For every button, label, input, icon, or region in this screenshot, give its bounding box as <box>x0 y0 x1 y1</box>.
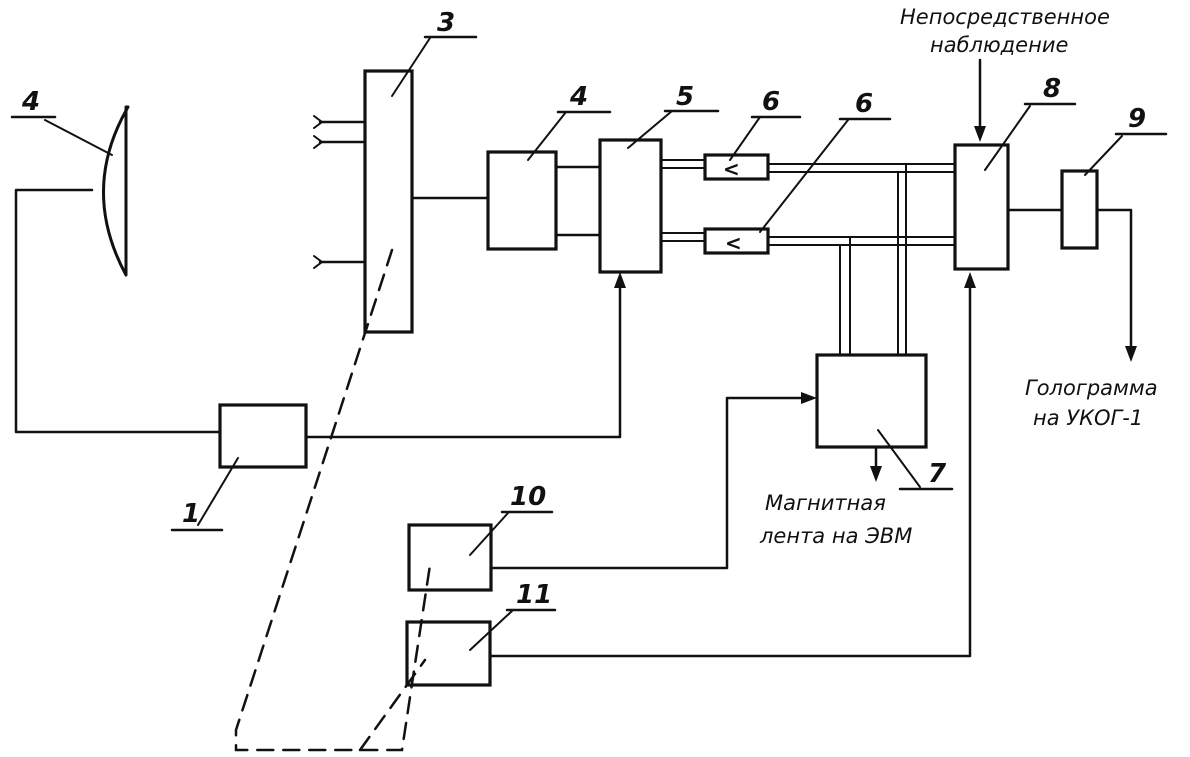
block-11 <box>405 620 492 687</box>
caption-direct-observation-1: Непосредственное <box>900 5 1110 29</box>
block-8-label: 8 <box>1043 74 1061 104</box>
antenna-reflector <box>102 105 130 277</box>
block-4-leader-line <box>527 111 567 161</box>
antenna-leader-line <box>44 119 113 156</box>
block-6-bottom <box>703 227 770 255</box>
block-5-leader-line <box>627 110 673 149</box>
caption-tape-2: лента на ЭВМ <box>759 524 912 548</box>
block-4 <box>486 150 558 251</box>
block-9-leader-line <box>1084 135 1123 176</box>
arrow-into-block-5 <box>614 272 626 288</box>
block-10-leader-line <box>469 512 509 556</box>
comparator-bottom-symbol: < <box>725 231 742 255</box>
block-6-top-leader-line <box>729 116 761 161</box>
input-arrow-2 <box>313 135 324 149</box>
caption-tape-1: Магнитная <box>765 491 886 515</box>
block-3-label: 3 <box>437 8 455 38</box>
caption-hologram-1: Голограмма <box>1025 376 1158 400</box>
block-3-leader-line <box>391 37 431 97</box>
arrow-into-block-8 <box>964 272 976 288</box>
block-6-top <box>703 153 770 181</box>
block-10-label: 10 <box>510 482 546 512</box>
input-arrow-3 <box>313 255 324 269</box>
block-7-leader-line <box>877 429 921 488</box>
comparator-top-symbol: < <box>723 157 740 181</box>
block-1-label: 1 <box>182 499 200 529</box>
mechanical-linkage-branch <box>358 658 427 752</box>
sync-line-1-to-5 <box>304 282 622 439</box>
caption-direct-observation-2: наблюдение <box>930 33 1068 57</box>
antenna-feed-line <box>14 188 222 434</box>
block-1 <box>218 403 308 469</box>
block-11-leader-line <box>469 610 513 651</box>
block-4-label: 4 <box>569 82 588 112</box>
block-6-bottom-label: 6 <box>855 89 873 119</box>
observation-arrow <box>974 126 986 142</box>
block-1-leader-line <box>197 457 239 526</box>
hologram-output-arrow <box>1125 346 1137 362</box>
hologram-output-line <box>1095 208 1133 350</box>
input-arrow-1 <box>313 115 324 129</box>
block-5-label: 5 <box>676 82 694 112</box>
block-6-bottom-leader-line <box>759 119 849 233</box>
block-10 <box>407 523 493 592</box>
arrow-into-block-7 <box>801 392 817 404</box>
block-7 <box>815 353 928 449</box>
tape-output-arrow <box>870 466 882 482</box>
block-7-label: 7 <box>928 459 947 489</box>
block-6-top-label: 6 <box>762 87 780 117</box>
caption-hologram-2: на УКОГ-1 <box>1033 406 1143 430</box>
block-8-leader-line <box>984 105 1031 171</box>
line-10-to-7 <box>489 396 807 570</box>
block-9-label: 9 <box>1128 104 1146 134</box>
block-8 <box>953 143 1010 271</box>
line-11-to-8 <box>488 283 972 658</box>
mechanical-linkage-dashed <box>234 248 432 752</box>
block-5 <box>598 138 663 274</box>
block-11-label: 11 <box>516 580 552 610</box>
block-9 <box>1060 169 1099 250</box>
antenna-label: 4 <box>21 87 40 117</box>
block-3 <box>363 69 414 334</box>
